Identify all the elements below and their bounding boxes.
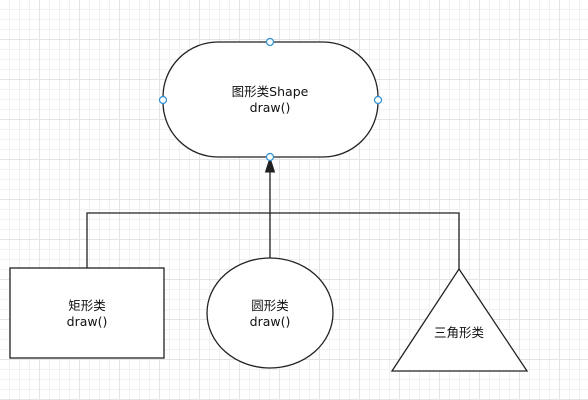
selection-handle-left[interactable] <box>158 95 168 105</box>
triangle-class-label: 三角形类 <box>409 325 509 341</box>
selection-handle-bottom[interactable] <box>265 152 275 162</box>
connector-triangle <box>270 212 460 269</box>
rectangle-class-label: 矩形类 draw() <box>37 298 137 330</box>
selection-handle-right[interactable] <box>373 95 383 105</box>
circle-class-name: 圆形类 <box>251 298 289 313</box>
triangle-class-node[interactable] <box>390 267 529 372</box>
rectangle-class-node[interactable] <box>9 267 165 359</box>
inheritance-arrow-head <box>264 156 276 173</box>
connector-rectangle <box>86 212 270 268</box>
shape-class-method: draw() <box>249 100 291 115</box>
circle-class-method: draw() <box>249 314 291 329</box>
rectangle-class-method: draw() <box>66 314 108 329</box>
rectangle-class-name: 矩形类 <box>68 298 106 313</box>
shape-class-label: 图形类Shape draw() <box>205 84 335 116</box>
selection-handle-top[interactable] <box>265 37 275 47</box>
triangle-class-name: 三角形类 <box>433 325 484 340</box>
circle-class-label: 圆形类 draw() <box>220 298 320 330</box>
circle-class-node[interactable] <box>206 257 334 369</box>
shape-class-name: 图形类Shape <box>231 84 309 99</box>
